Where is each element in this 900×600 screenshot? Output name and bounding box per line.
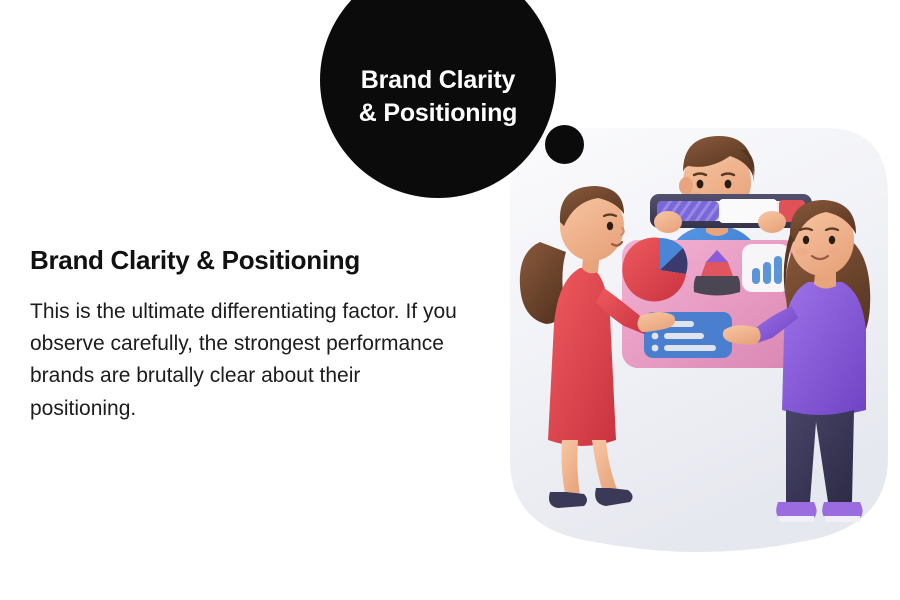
accent-dot xyxy=(545,125,584,164)
badge-circle: Brand Clarity & Positioning xyxy=(320,0,556,198)
page-title: Brand Clarity & Positioning xyxy=(30,245,360,275)
badge-title: Brand Clarity & Positioning xyxy=(338,30,538,130)
illustration-team-analytics xyxy=(500,110,900,580)
man-hands xyxy=(654,211,786,233)
text-block: Brand Clarity & Positioning This is the … xyxy=(30,245,485,425)
person-woman-red-dress xyxy=(519,186,676,508)
widget-pyramid-chart xyxy=(693,250,741,296)
widget-bar-chart-card xyxy=(742,244,790,292)
person-woman-purple-top xyxy=(722,200,871,522)
widget-pie-chart xyxy=(622,237,688,302)
dashboard-panel xyxy=(622,237,800,368)
body-paragraph: This is the ultimate differentiating fac… xyxy=(30,300,457,420)
badge-title-line2: & Positioning xyxy=(358,99,518,127)
badge-title-line1: Brand Clarity xyxy=(360,66,516,94)
